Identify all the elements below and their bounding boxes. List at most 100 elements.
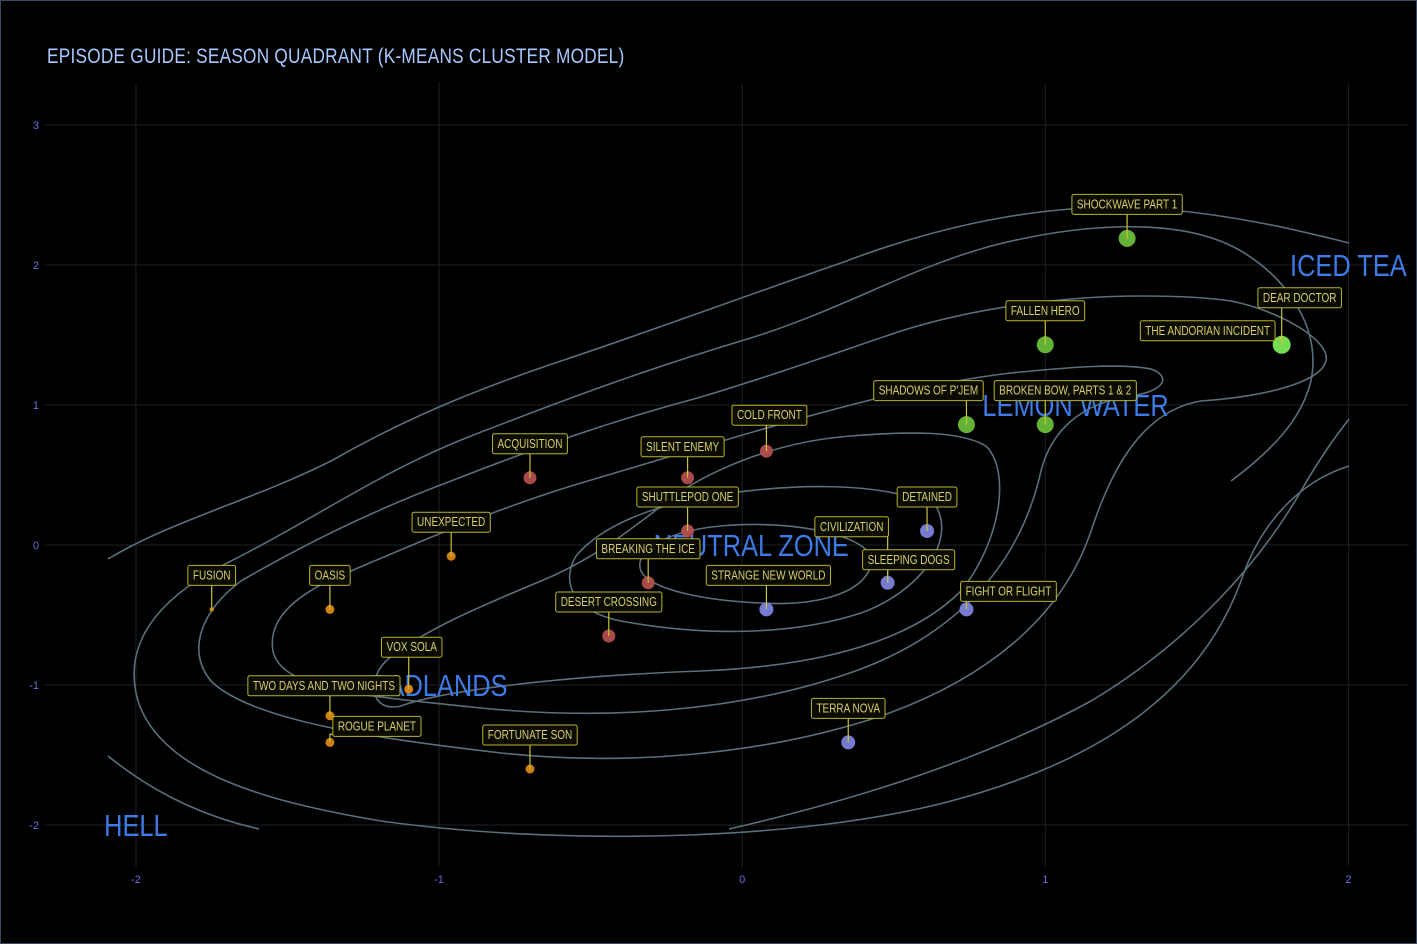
label-box [731,404,808,426]
label-box [810,697,886,719]
point-label: SHADOWS OF P'JEM [873,380,984,425]
label-box [896,486,958,508]
label-text: TWO DAYS AND TWO NIGHTS [253,680,396,693]
label-text: SILENT ENEMY [646,441,719,454]
point-label: SLEEPING DOGS [862,549,956,583]
point-label: VOX SOLA [380,636,443,690]
label-text: FALLEN HERO [1011,305,1080,318]
point-label: STRANGE NEW WORLD [705,564,832,610]
region-label: ICED TEA [1290,249,1407,284]
point-label: UNEXPECTED [411,511,491,557]
label-box [814,516,889,538]
chart-title: EPISODE GUIDE: SEASON QUADRANT (K-MEANS … [47,45,625,68]
label-box [873,380,984,402]
x-tick-label: 2 [1345,874,1351,886]
y-tick-label: 0 [33,540,39,552]
label-box [1139,320,1276,342]
axis-ticks: -2 -1 0 1 2 -2 -1 0 1 2 3 [29,120,1351,886]
label-text: DEAR DOCTOR [1263,292,1337,305]
point-labels: SHOCKWAVE PART 1 DEAR DOCTOR THE ANDORIAN … [187,193,1342,769]
point-label: TWO DAYS AND TWO NIGHTS [247,675,401,716]
label-text: SLEEPING DOGS [868,554,950,567]
label-text: SHOCKWAVE PART 1 [1077,198,1177,211]
density-contour [107,755,260,830]
label-box [247,675,401,697]
label-text: BREAKING THE ICE [601,543,695,556]
label-box [1005,300,1086,322]
point-label: DESERT CROSSING [555,591,663,636]
label-text: DETAINED [902,491,952,504]
label-text: ROGUE PLANET [338,720,416,733]
point-label: TERRA NOVA [810,697,886,743]
label-text: CIVILIZATION [820,521,884,534]
label-box [1071,193,1183,215]
x-tick-label: 0 [739,874,745,886]
x-tick-label: -2 [131,874,141,886]
label-box [595,538,701,560]
label-text: THE ANDORIAN INCIDENT [1145,325,1270,338]
point-label: ROGUE PLANET [329,715,422,743]
label-text: FORTUNATE SON [488,729,572,742]
point-label: OASIS [309,564,351,610]
density-contour [639,523,873,605]
label-box [380,636,443,658]
label-text: DESERT CROSSING [561,596,657,609]
y-tick-label: -1 [29,680,39,692]
label-text: VOX SOLA [386,641,437,654]
y-tick-label: 2 [33,260,39,272]
point-label: BREAKING THE ICE [595,538,701,583]
region-label: HELL [104,809,168,844]
label-box [332,715,422,737]
point-label: DETAINED [896,486,958,531]
label-text: STRANGE NEW WORLD [711,569,825,582]
label-text: BROKEN BOW, PARTS 1 & 2 [999,385,1131,398]
label-box [636,486,739,508]
point-label: COLD FRONT [731,404,808,452]
label-text: TERRA NOVA [816,702,880,715]
point-label: DEAR DOCTOR [1257,287,1342,345]
x-tick-label: 1 [1042,874,1048,886]
label-text: SHADOWS OF P'JEM [879,385,978,398]
point-label: SHOCKWAVE PART 1 [1071,193,1183,239]
label-box [187,564,237,586]
label-box [555,591,663,613]
point-label: SHUTTLEPOD ONE [636,486,739,531]
label-box [640,436,725,458]
point-label: ACQUISITION [492,433,568,478]
y-tick-label: 1 [33,400,39,412]
label-box [492,433,568,455]
label-box [862,549,956,571]
point-label: FUSION [187,564,237,610]
grid-layer [45,83,1409,867]
y-tick-label: -2 [29,820,39,832]
label-box [411,511,491,533]
density-contours [107,206,1350,838]
label-box [482,724,578,746]
y-tick-label: 3 [33,120,39,132]
label-box [960,580,1057,602]
label-box [1257,287,1342,309]
label-text: ACQUISITION [498,438,563,451]
density-contour [133,225,1350,838]
label-text: COLD FRONT [737,409,802,422]
density-contour [271,365,1164,715]
label-text: OASIS [315,569,346,582]
label-box [993,380,1137,402]
label-text: FIGHT OR FLIGHT [966,585,1052,598]
point-label: FORTUNATE SON [482,724,578,769]
point-label: SILENT ENEMY [640,436,725,478]
label-box [705,564,832,586]
label-text: UNEXPECTED [417,516,485,529]
label-text: FUSION [193,569,231,582]
x-tick-label: -1 [434,874,444,886]
label-box [309,564,351,586]
point-label: CIVILIZATION [814,516,889,583]
point-label: FIGHT OR FLIGHT [960,580,1057,610]
density-contour [197,295,1327,760]
point-label: BROKEN BOW, PARTS 1 & 2 [993,380,1137,425]
point-label: FALLEN HERO [1005,300,1086,345]
label-text: SHUTTLEPOD ONE [642,491,734,504]
point-label: THE ANDORIAN INCIDENT [1139,320,1283,345]
